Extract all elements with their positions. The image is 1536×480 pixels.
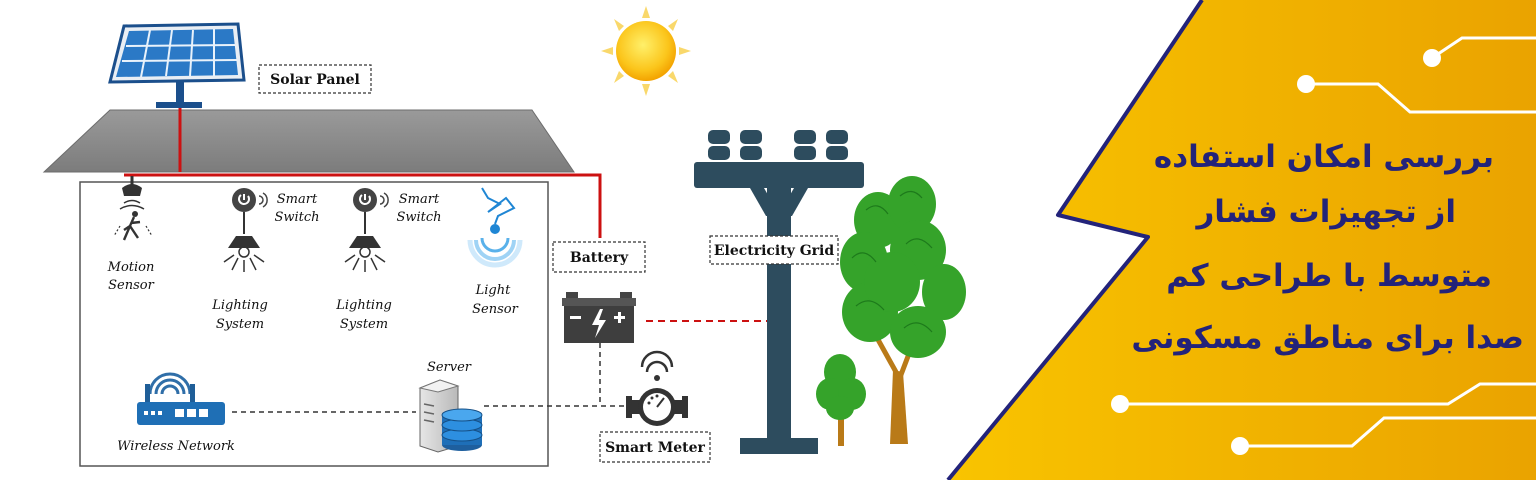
- smart-switch-label: Smart Switch: [396, 192, 441, 225]
- tree-icon: [816, 354, 866, 446]
- circuit-decoration: [1120, 36, 1536, 448]
- svg-text:Lighting: Lighting: [335, 298, 392, 313]
- light-sensor-label: Light Sensor: [472, 283, 518, 317]
- smart-switch-icon: [353, 188, 389, 212]
- svg-text:System: System: [340, 317, 388, 332]
- electricity-grid-label: Electricity Grid: [709, 235, 839, 265]
- svg-text:Battery: Battery: [570, 250, 629, 266]
- wireless-router-icon: [137, 372, 225, 425]
- tree-icon: [840, 176, 966, 444]
- svg-text:Smart: Smart: [399, 192, 440, 207]
- lighting-system-icon: [344, 212, 386, 272]
- light-sensor-icon: [467, 187, 523, 268]
- circuit-node: [1111, 49, 1441, 455]
- motion-sensor-icon: [113, 176, 153, 241]
- svg-text:Sensor: Sensor: [472, 302, 518, 317]
- smart-switch-icon: [232, 188, 268, 212]
- banner-title: بررسی امکان استفاده از تجهیزات فشار متوس…: [1131, 139, 1524, 356]
- solar-panel-label: Solar Panel: [258, 64, 372, 94]
- server-label: Server: [427, 360, 472, 375]
- svg-text:System: System: [216, 317, 264, 332]
- banner-title-line-2: از تجهیزات فشار: [1194, 194, 1456, 230]
- svg-text:Smart: Smart: [277, 192, 318, 207]
- title-banner: [946, 0, 1536, 480]
- smart-meter-icon: [626, 350, 688, 426]
- svg-text:Sensor: Sensor: [108, 278, 154, 293]
- banner-title-line-4: صدا برای مناطق مسکونی: [1131, 320, 1524, 356]
- house-roof: [42, 109, 575, 173]
- sun-icon: [601, 6, 691, 96]
- lighting-system-label: Lighting System: [211, 298, 268, 332]
- svg-text:Switch: Switch: [396, 210, 441, 225]
- solar-panel-icon: [108, 22, 246, 108]
- banner-title-line-1: بررسی امکان استفاده: [1154, 139, 1494, 175]
- smart-switch-label: Smart Switch: [274, 192, 319, 225]
- svg-text:Light: Light: [475, 283, 511, 298]
- svg-text:Smart Meter: Smart Meter: [605, 440, 705, 456]
- server-icon: [418, 379, 483, 453]
- power-line: [124, 108, 602, 238]
- motion-sensor-label: Motion Sensor: [107, 260, 155, 293]
- battery-label: Battery: [552, 241, 646, 273]
- svg-text:Motion: Motion: [107, 260, 155, 275]
- lighting-system-label: Lighting System: [335, 298, 392, 332]
- banner-title-line-3: متوسط با طراحی کم: [1166, 258, 1492, 294]
- svg-text:Lighting: Lighting: [211, 298, 268, 313]
- svg-text:Switch: Switch: [274, 210, 319, 225]
- utility-pole-icon: [694, 130, 864, 454]
- svg-text:Electricity Grid: Electricity Grid: [714, 243, 835, 259]
- smart-meter-label: Smart Meter: [599, 431, 711, 463]
- svg-text:Solar Panel: Solar Panel: [270, 72, 360, 88]
- battery-icon: [562, 292, 636, 343]
- lighting-system-icon: [223, 212, 265, 272]
- wireless-network-label: Wireless Network: [117, 439, 235, 454]
